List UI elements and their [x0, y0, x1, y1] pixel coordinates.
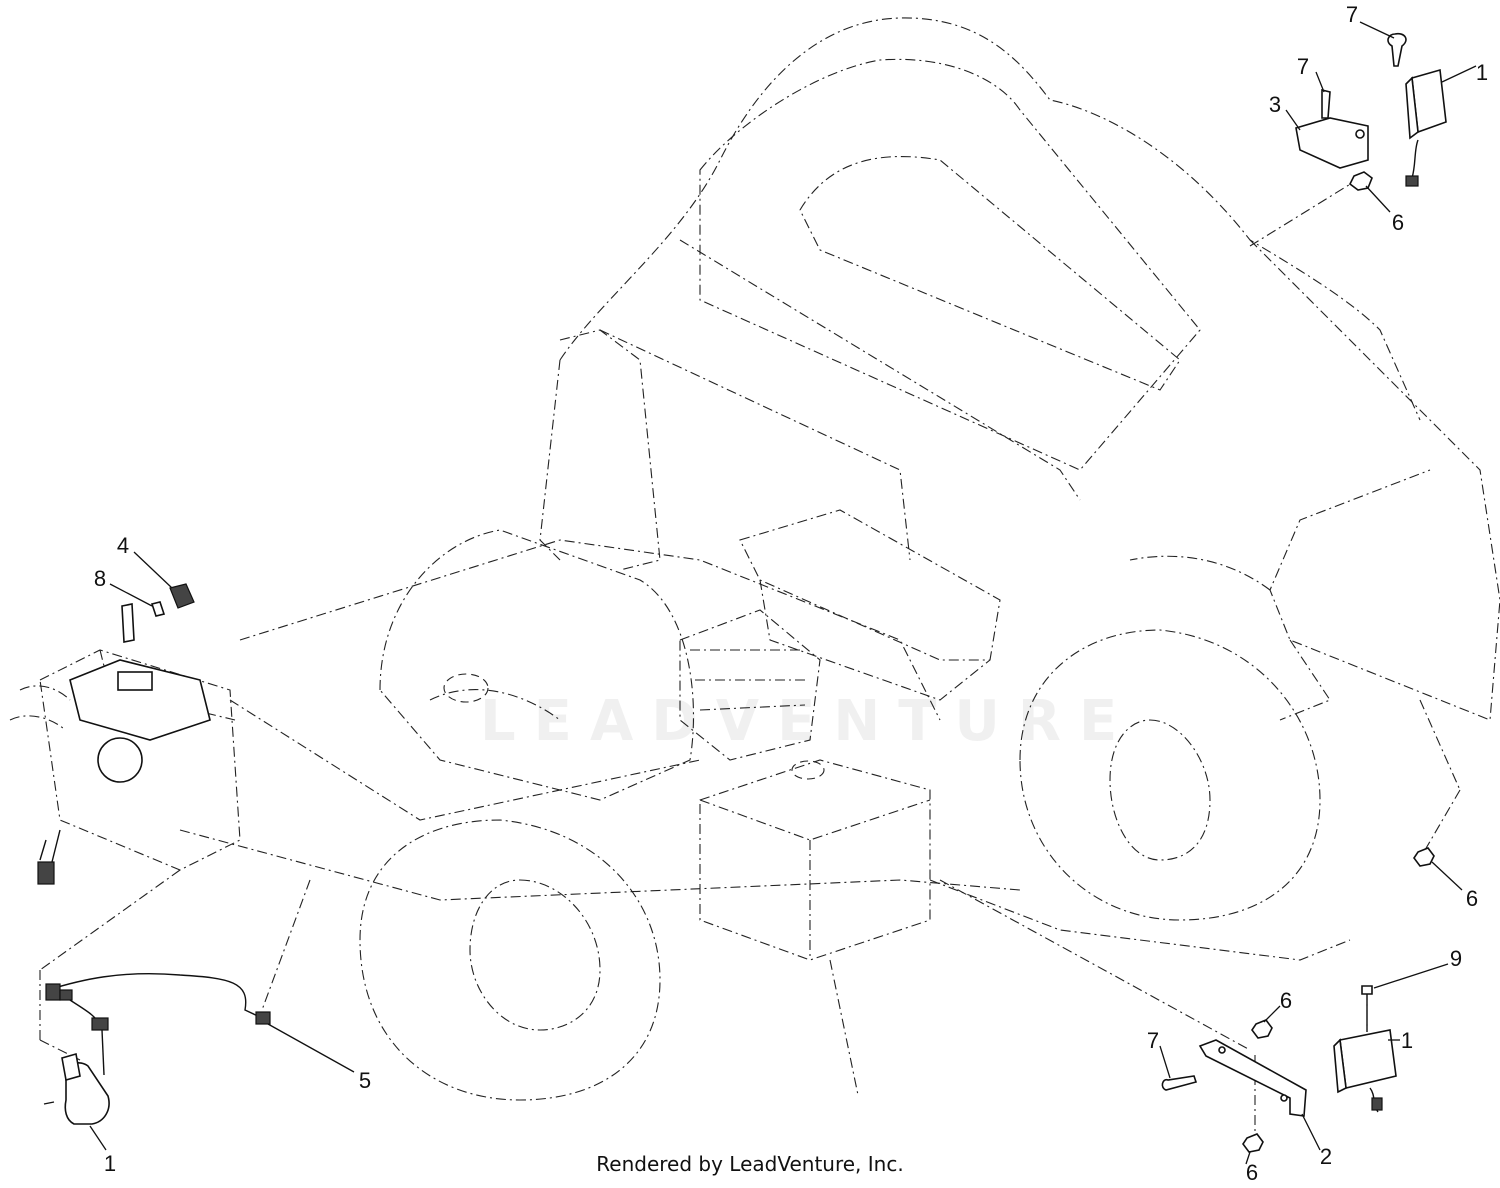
lower-light-assembly [1161, 985, 1397, 1153]
bracket-lower [1198, 1039, 1307, 1117]
bolt-lower-7 [1161, 1075, 1198, 1091]
nut-lower-6a [1251, 1019, 1273, 1039]
callout-7: 7 [1147, 1028, 1159, 1053]
switch-part-4 [169, 583, 195, 609]
watermark: LEADVENTURE [480, 689, 1135, 754]
callout-9: 9 [1450, 946, 1462, 971]
callout-6: 6 [1280, 988, 1292, 1013]
callout-5: 5 [359, 1068, 371, 1093]
light-housing-lower [1339, 1029, 1397, 1089]
upper-light-assembly [1295, 32, 1447, 191]
callout-leaders [89, 21, 1477, 1165]
bracket-upper [1295, 117, 1369, 169]
callout-4: 4 [117, 533, 129, 558]
callout-1: 1 [1476, 60, 1488, 85]
nut-upper [1348, 171, 1373, 191]
callout-7: 7 [1346, 2, 1358, 27]
left-light-assembly [43, 972, 271, 1125]
bolt-upper-2 [1321, 88, 1331, 119]
mower-outline [9, 17, 1500, 1101]
bolt-lower-9 [1361, 985, 1373, 995]
callout-6: 6 [1392, 210, 1404, 235]
callout-6: 6 [1466, 886, 1478, 911]
nut-mid-6 [1413, 847, 1435, 867]
control-pod [37, 583, 211, 885]
footer-credit: Rendered by LeadVenture, Inc. [596, 1152, 904, 1176]
callout-1: 1 [1401, 1028, 1413, 1053]
assembly-lines [39, 174, 1461, 1140]
callout-6: 6 [1246, 1160, 1258, 1185]
key-part-8 [150, 601, 166, 617]
callout-3: 3 [1269, 92, 1281, 117]
bolt-upper-1 [1387, 32, 1407, 67]
nut-lower-6b [1242, 1133, 1264, 1153]
wire-harness [47, 972, 263, 1019]
callout-7: 7 [1297, 54, 1309, 79]
callout-8: 8 [94, 566, 106, 591]
callout-2: 2 [1320, 1144, 1332, 1169]
callout-1: 1 [104, 1151, 116, 1176]
